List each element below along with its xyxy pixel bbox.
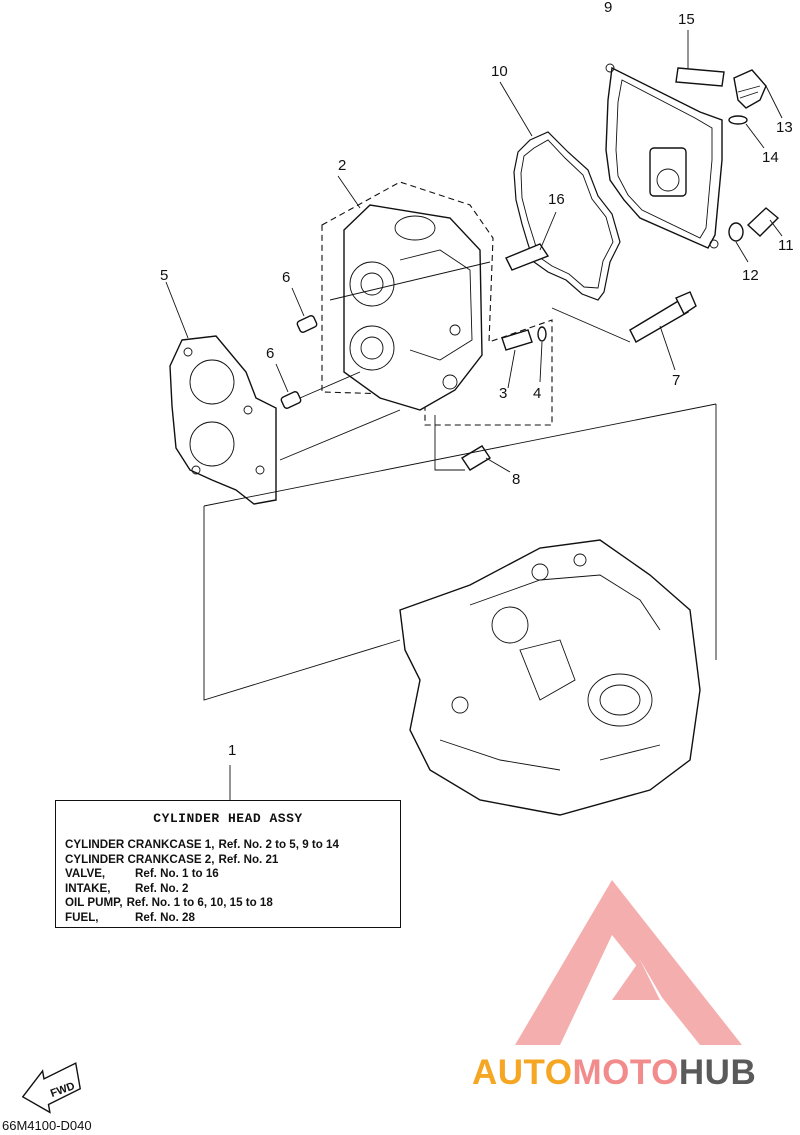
callout-6-upper: 6 [282,269,290,286]
part-7-bolt [629,291,697,371]
part-3-anode [501,329,533,389]
part-15-label [675,30,725,87]
legend-row: OIL PUMP,Ref. No. 1 to 6, 10, 15 to 18 [65,896,273,909]
fwd-arrow-icon: FWD [21,1062,82,1114]
legend-row: INTAKE,Ref. No. 2 [65,881,189,895]
assembly-lines [203,261,717,701]
callout-13: 13 [776,119,793,136]
callout-15: 15 [678,11,695,28]
callout-7: 7 [672,372,680,389]
callout-10: 10 [491,63,508,80]
part-13-cap [733,69,783,119]
legend-row: FUEL,Ref. No. 28 [65,910,195,924]
part-6-dowel-lower [275,363,302,409]
callout-6-lower: 6 [266,345,274,362]
part-11-bolt [746,207,783,237]
part-5-head-gasket [165,281,277,505]
callout-3: 3 [499,385,507,402]
callout-2: 2 [338,157,346,174]
legend-row: VALVE,Ref. No. 1 to 16 [65,867,219,880]
cylinder-block [229,539,701,816]
part-9-cover [605,63,723,249]
part-4-grommet [537,326,547,383]
legend-title: CYLINDER HEAD ASSY [153,811,303,826]
legend-table: CYLINDER HEAD ASSY CYLINDER CRANKCASE 1,… [55,800,401,928]
legend-row: CYLINDER CRANKCASE 2,Ref. No. 21 [65,852,279,866]
part-2-cylinder-head [321,175,553,426]
part-14-oring [728,115,765,149]
callout-12: 12 [742,267,759,284]
part-12-washer [728,222,749,263]
callout-9: 9 [604,0,612,16]
callout-8: 8 [512,471,520,488]
part-6-dowel-upper [291,287,318,333]
callout-14: 14 [762,149,779,166]
part-16-spark-plug [505,211,557,271]
callout-5: 5 [160,267,168,284]
callout-4: 4 [533,385,541,402]
watermark-brand: AUTOMOTOHUB [472,1053,757,1092]
legend-row: CYLINDER CRANKCASE 1,Ref. No. 2 to 5, 9 … [65,838,339,851]
callout-11: 11 [778,237,794,254]
callout-16: 16 [548,191,565,208]
watermark-logo [515,880,742,1045]
diagram-code: 66M4100-D040 [2,1118,92,1133]
part-10-gasket [499,81,621,301]
callout-1: 1 [228,742,236,759]
part-8-bolt [461,445,511,473]
legend-rows: CYLINDER CRANKCASE 1,Ref. No. 2 to 5, 9 … [65,838,339,925]
